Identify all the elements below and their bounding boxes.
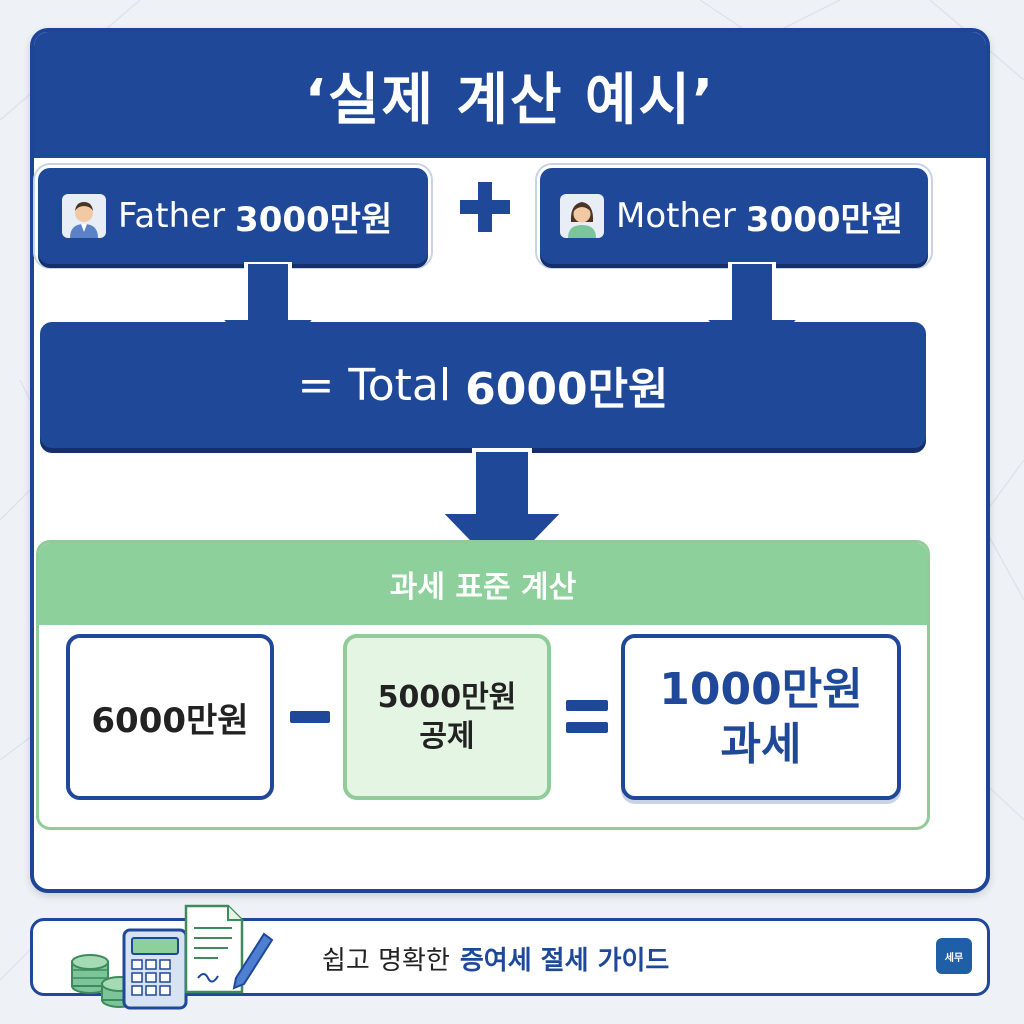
total-label: Total	[348, 359, 452, 411]
gift-amount: 6000만원	[91, 700, 249, 741]
page-title: ‘실제 계산 예시’	[304, 67, 716, 133]
mother-box: Mother 3000만원	[540, 168, 928, 264]
total-equals: =	[297, 359, 335, 411]
footer-text-plain: 쉽고 명확한	[322, 945, 450, 976]
plus-icon	[460, 182, 510, 232]
tax-base-header: 과세 표준 계산	[39, 543, 927, 625]
deduction-box: 5000만원 공제	[343, 634, 551, 800]
woman-avatar-icon	[560, 194, 604, 238]
father-amount: 3000만원	[235, 199, 393, 240]
pen-icon	[232, 932, 274, 990]
calculator-icon	[122, 928, 188, 1010]
minus-icon	[290, 711, 330, 723]
total-bar: = Total 6000만원	[40, 322, 926, 448]
total-amount: 6000만원	[465, 364, 669, 415]
man-avatar-icon	[62, 194, 106, 238]
logo-icon: 세무	[936, 938, 972, 974]
father-box: Father 3000만원	[38, 168, 428, 264]
mother-label: Mother	[616, 196, 736, 236]
taxable-label: 과세	[720, 719, 802, 770]
deduction-amount: 5000만원	[377, 680, 517, 715]
gift-amount-box: 6000만원	[66, 634, 274, 800]
mother-amount: 3000만원	[745, 199, 904, 240]
taxable-amount: 1000만원	[659, 664, 863, 715]
footer-text-strong: 증여세 절세 가이드	[459, 945, 670, 976]
taxable-result-box: 1000만원 과세	[621, 634, 901, 800]
footer-caption: 쉽고 명확한 증여세 절세 가이드	[322, 936, 669, 980]
equals-icon	[566, 700, 608, 734]
deduction-label: 공제	[419, 719, 475, 754]
father-label: Father	[118, 196, 226, 236]
title-band: ‘실제 계산 예시’	[34, 32, 986, 158]
tax-base-title: 과세 표준 계산	[389, 570, 577, 605]
finance-illustration	[71, 904, 274, 1010]
document-icon	[184, 904, 244, 994]
